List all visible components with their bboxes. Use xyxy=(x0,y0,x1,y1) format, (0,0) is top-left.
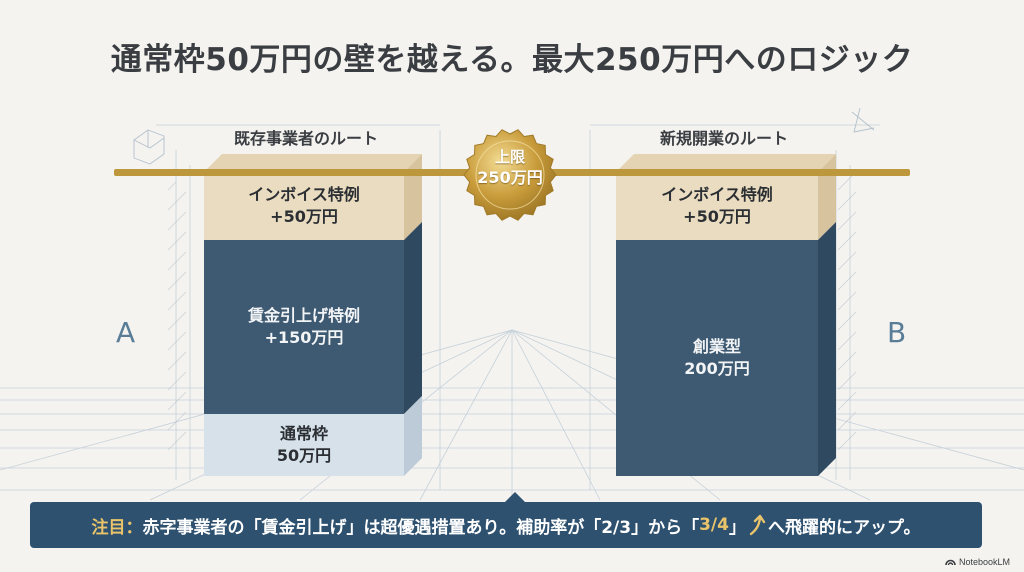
stack-b-startup-segment: 創業型 200万円 xyxy=(616,240,818,476)
cap-seal-badge xyxy=(463,129,557,221)
note-text-3: へ飛躍的にアップ。 xyxy=(767,517,921,538)
stack-a-invoice-segment: インボイス特例 +50万円 xyxy=(204,172,404,240)
page-title: 通常枠50万円の壁を越える。最大250万円へのロジック xyxy=(110,42,914,78)
stack-b-startup-label: 創業型 xyxy=(692,337,741,357)
route-a-label: 既存事業者のルート xyxy=(233,129,378,148)
note-prefix: 注目： xyxy=(91,517,143,538)
route-b-letter: B xyxy=(887,316,907,349)
up-arrow-icon xyxy=(749,514,766,536)
route-b-label: 新規開業のルート xyxy=(659,129,788,148)
brand-mark: NotebookLM xyxy=(945,557,1010,567)
stack-a-normal-label: 通常枠 xyxy=(279,424,328,444)
note-text-1: 赤字事業者の「賃金引上げ」は超優遇措置あり。補助率が「2/3」から「 xyxy=(142,517,700,538)
stack-a-invoice-label: インボイス特例 xyxy=(248,185,360,205)
note-text-2: 」 xyxy=(728,517,746,538)
stack-b-invoice-segment: インボイス特例 +50万円 xyxy=(616,172,818,240)
stack-b-startup-amount: 200万円 xyxy=(684,359,750,378)
stack-a-invoice-amount: +50万円 xyxy=(270,207,338,226)
stack-a-faces xyxy=(204,154,422,476)
note-highlight: 3/4 xyxy=(699,515,729,535)
notebooklm-logo-icon xyxy=(945,559,956,566)
stack-b-invoice-amount: +50万円 xyxy=(683,207,751,226)
brand-name: NotebookLM xyxy=(958,557,1010,567)
stack-b-invoice-label: インボイス特例 xyxy=(661,185,773,205)
stack-a-wage-segment: 賃金引上げ特例 +150万円 xyxy=(204,240,404,414)
stack-a-wage-label: 賃金引上げ特例 xyxy=(247,306,360,326)
banner-pointer xyxy=(505,492,525,502)
cap-seal-line1: 上限 xyxy=(494,148,525,166)
cap-seal-text: 上限 250万円 xyxy=(462,147,558,189)
note-banner: 注目： 赤字事業者の「賃金引上げ」は超優遇措置あり。補助率が「2/3」から「 3… xyxy=(30,502,982,548)
stack-a-normal-segment: 通常枠 50万円 xyxy=(204,414,404,476)
stack-a-normal-amount: 50万円 xyxy=(276,446,332,465)
cap-seal-line2: 250万円 xyxy=(477,168,543,188)
stack-a-wage-amount: +150万円 xyxy=(264,328,344,347)
route-a-letter: A xyxy=(116,316,136,349)
